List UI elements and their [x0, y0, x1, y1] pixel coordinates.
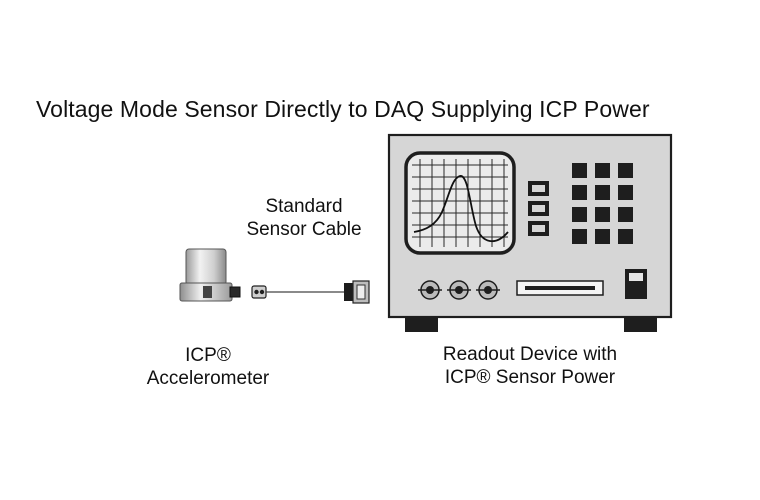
bnc-connector-3 — [476, 280, 500, 300]
cable-label-line-1: Standard — [265, 196, 343, 217]
bnc-connector-1 — [418, 280, 442, 300]
oscilloscope-screen — [404, 151, 516, 255]
bnc-connector-2 — [447, 280, 471, 300]
accelerometer-icon — [179, 248, 241, 302]
sensor-label-line-1: ICP® — [185, 345, 231, 366]
sensor-cable-icon — [251, 280, 370, 304]
readout-device-icon — [387, 133, 673, 332]
sensor-label: ICP® Accelerometer — [128, 344, 288, 390]
power-switch — [625, 269, 647, 299]
disk-slot — [516, 280, 604, 296]
readout-label-line-2: ICP® Sensor Power — [444, 367, 616, 388]
indicator-buttons — [528, 181, 549, 236]
keypad — [572, 163, 633, 244]
cable-label-line-2: Sensor Cable — [246, 219, 362, 240]
input-connectors — [418, 280, 500, 300]
readout-label-line-1: Readout Device with — [442, 344, 618, 365]
readout-label: Readout Device with ICP® Sensor Power — [420, 343, 640, 389]
diagram-title: Voltage Mode Sensor Directly to DAQ Supp… — [36, 96, 650, 122]
cable-label: Standard Sensor Cable — [236, 195, 372, 241]
sensor-label-line-2: Accelerometer — [146, 368, 270, 389]
